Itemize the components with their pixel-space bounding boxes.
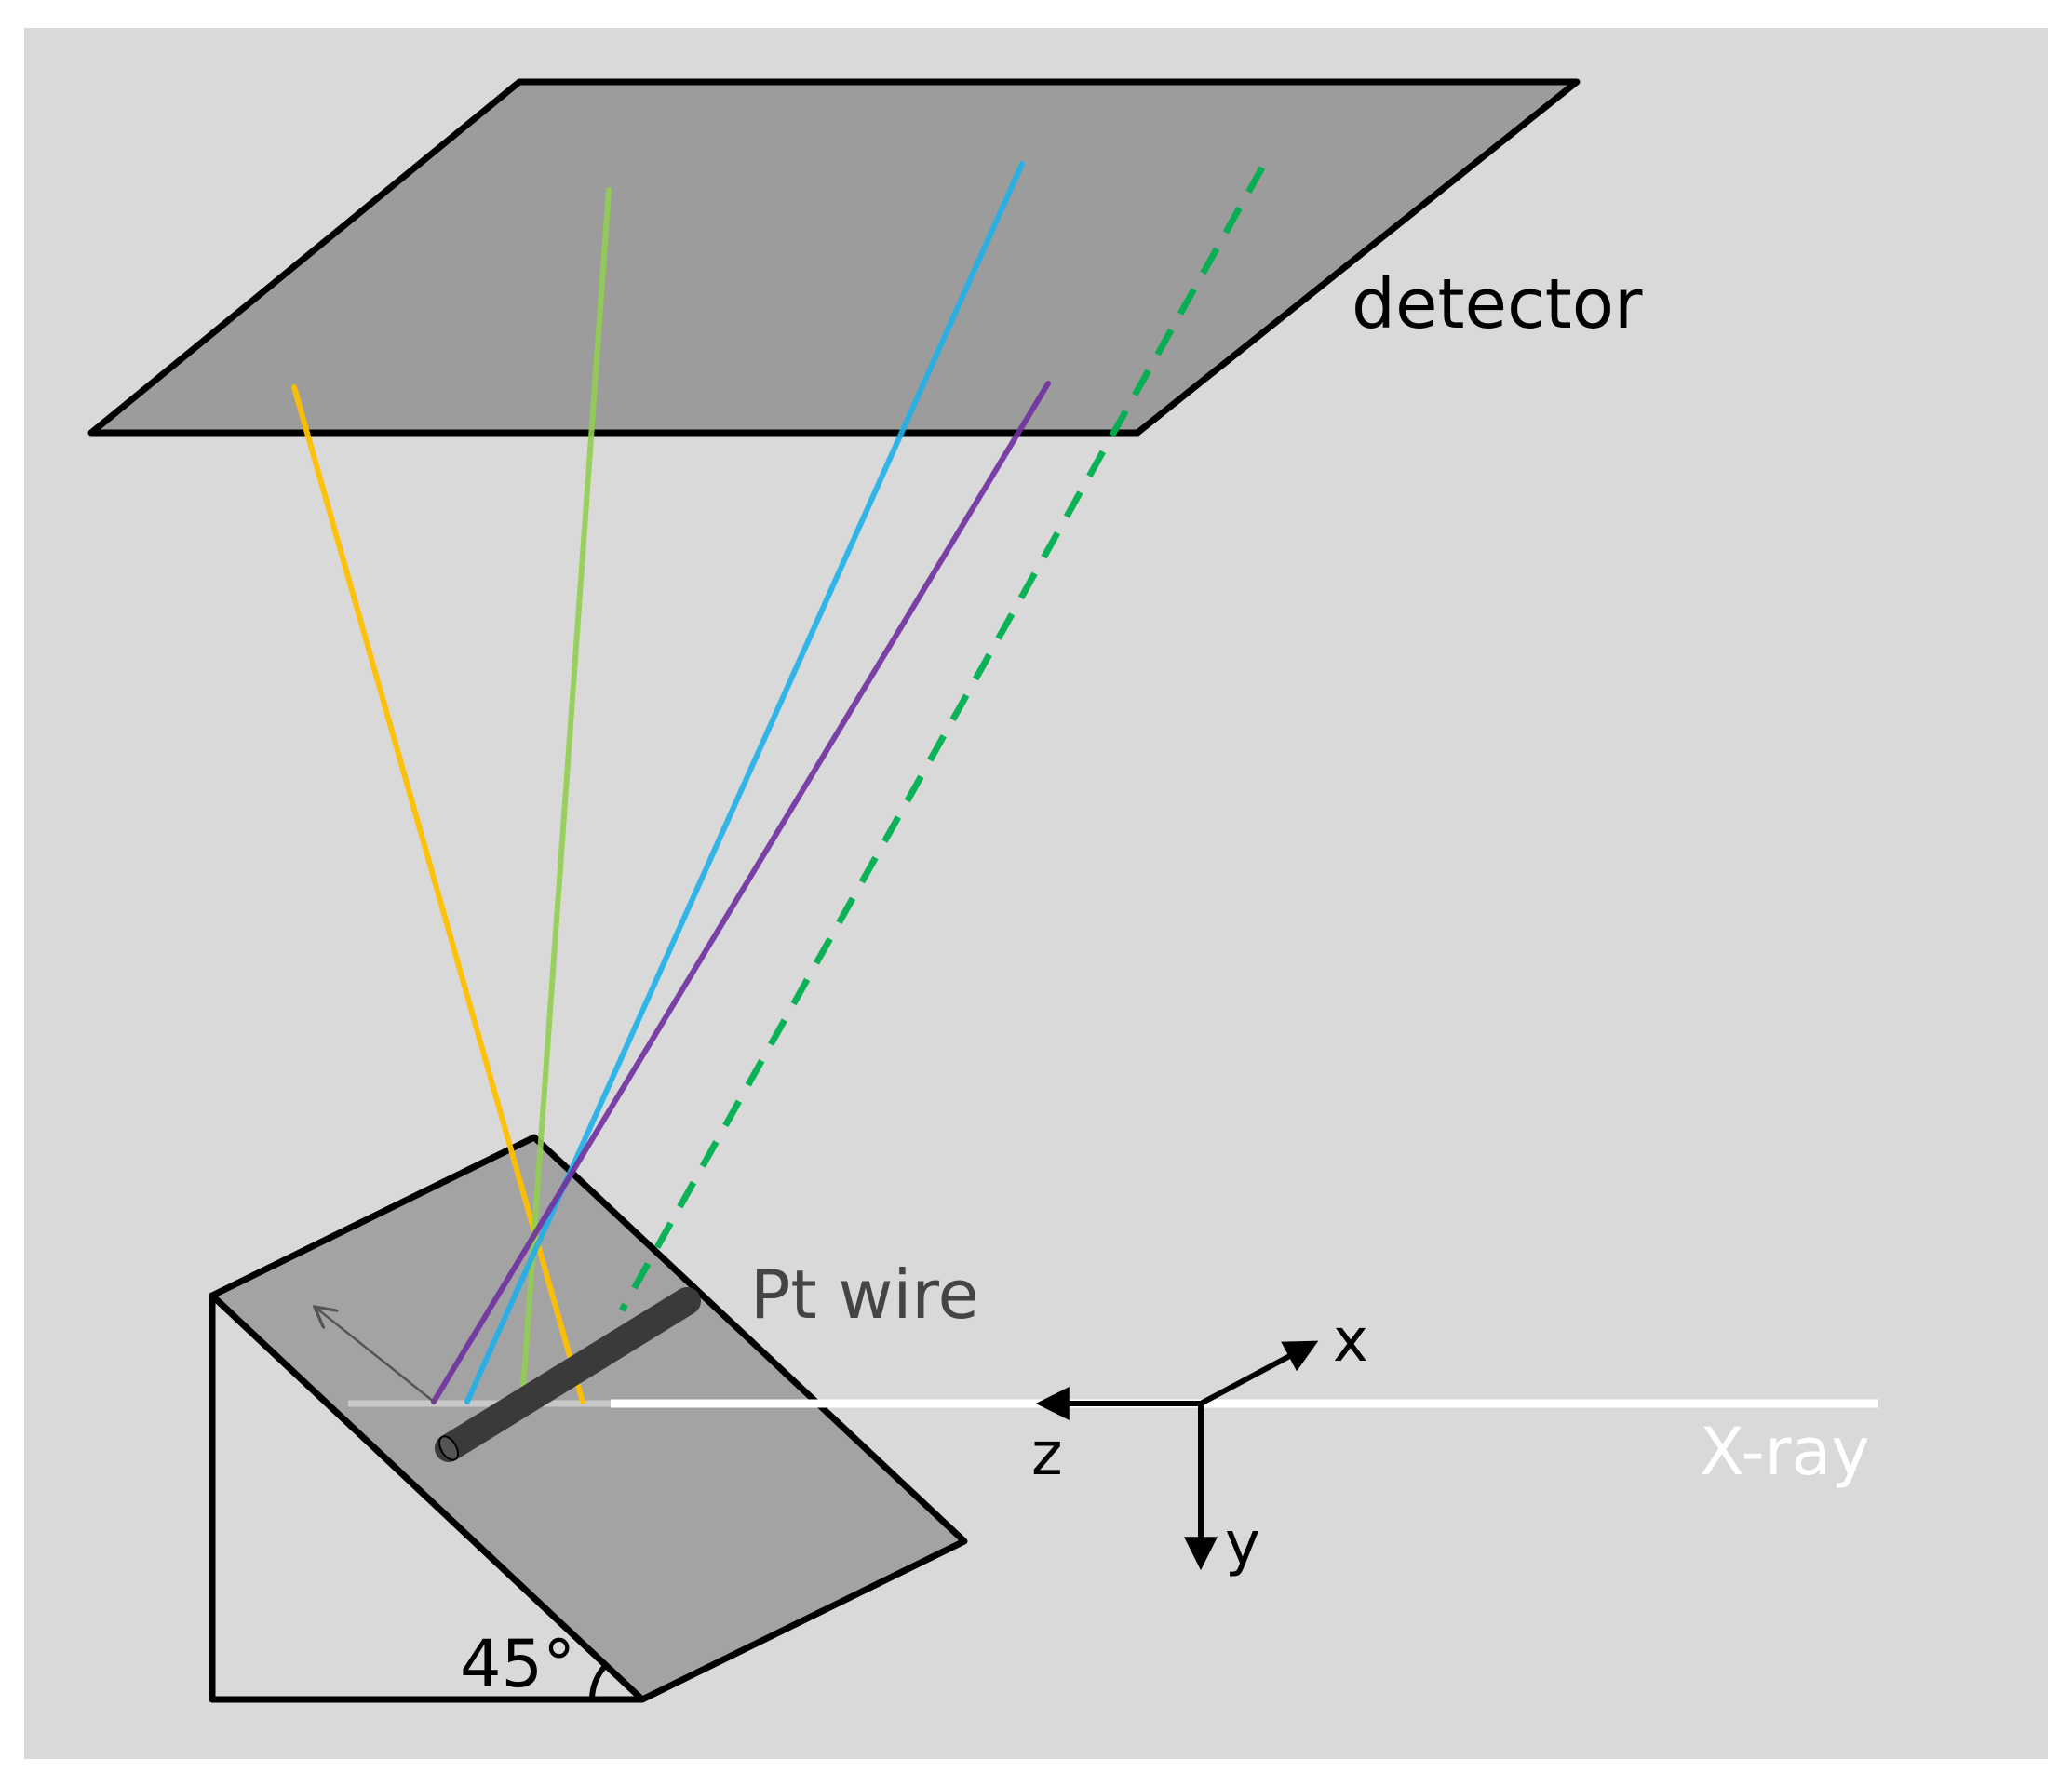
angle-label: 45° bbox=[460, 1626, 575, 1702]
diffracted-ray-purple bbox=[431, 381, 1051, 1404]
axis-y-label: y bbox=[1225, 1510, 1260, 1578]
axis-z-label: z bbox=[1031, 1420, 1063, 1489]
pt-wire-end bbox=[438, 1435, 459, 1461]
pt-wire-label: Pt wire bbox=[750, 1256, 979, 1334]
xray-label: X-ray bbox=[1700, 1414, 1870, 1490]
angle-arc-icon bbox=[589, 1661, 610, 1700]
wire-direction-arrow bbox=[315, 1307, 435, 1403]
axis-x-arrow bbox=[1199, 1340, 1319, 1406]
pt-wire-body bbox=[437, 1290, 698, 1459]
detector-label: detector bbox=[1352, 264, 1643, 344]
detector-plane bbox=[87, 78, 1581, 437]
axis-x-label: x bbox=[1333, 1307, 1368, 1376]
sample-surface bbox=[209, 1134, 968, 1703]
diffracted-ray-green bbox=[520, 187, 612, 1391]
diffracted-ray-dashed-green bbox=[618, 166, 1266, 1312]
